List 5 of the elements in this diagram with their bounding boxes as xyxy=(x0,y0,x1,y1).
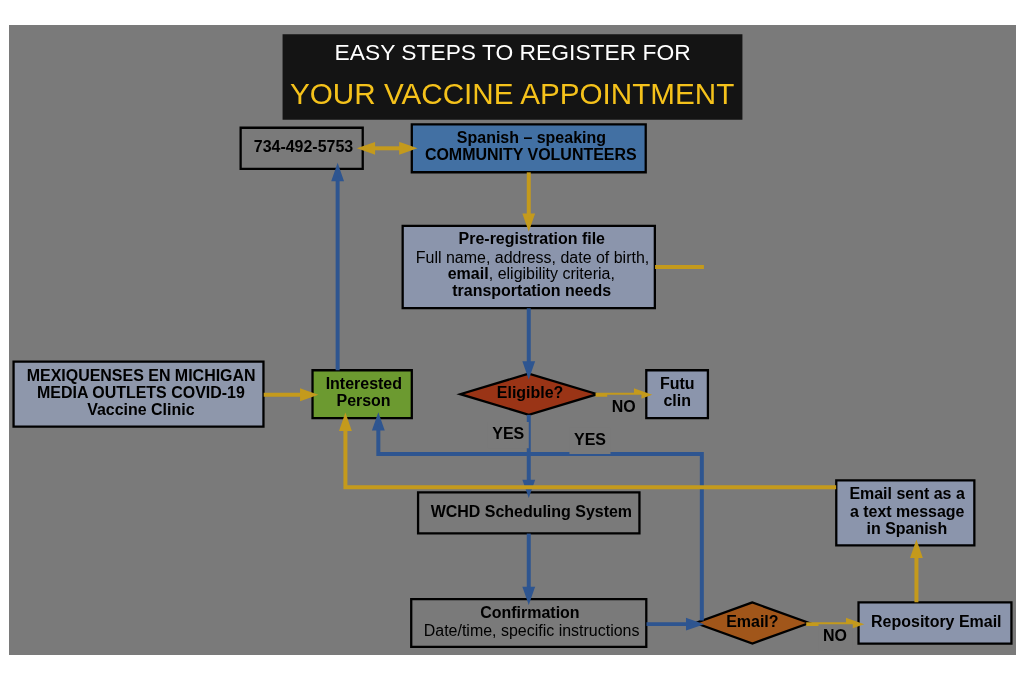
edge-label: YES xyxy=(491,424,524,442)
edge-label: YES xyxy=(573,430,606,448)
diagram-title: EASY STEPS TO REGISTER FOR YOUR VACCINE APPOINTMENT xyxy=(289,38,734,111)
edge-label: NO xyxy=(822,626,847,644)
edge-label: NO xyxy=(611,397,636,415)
